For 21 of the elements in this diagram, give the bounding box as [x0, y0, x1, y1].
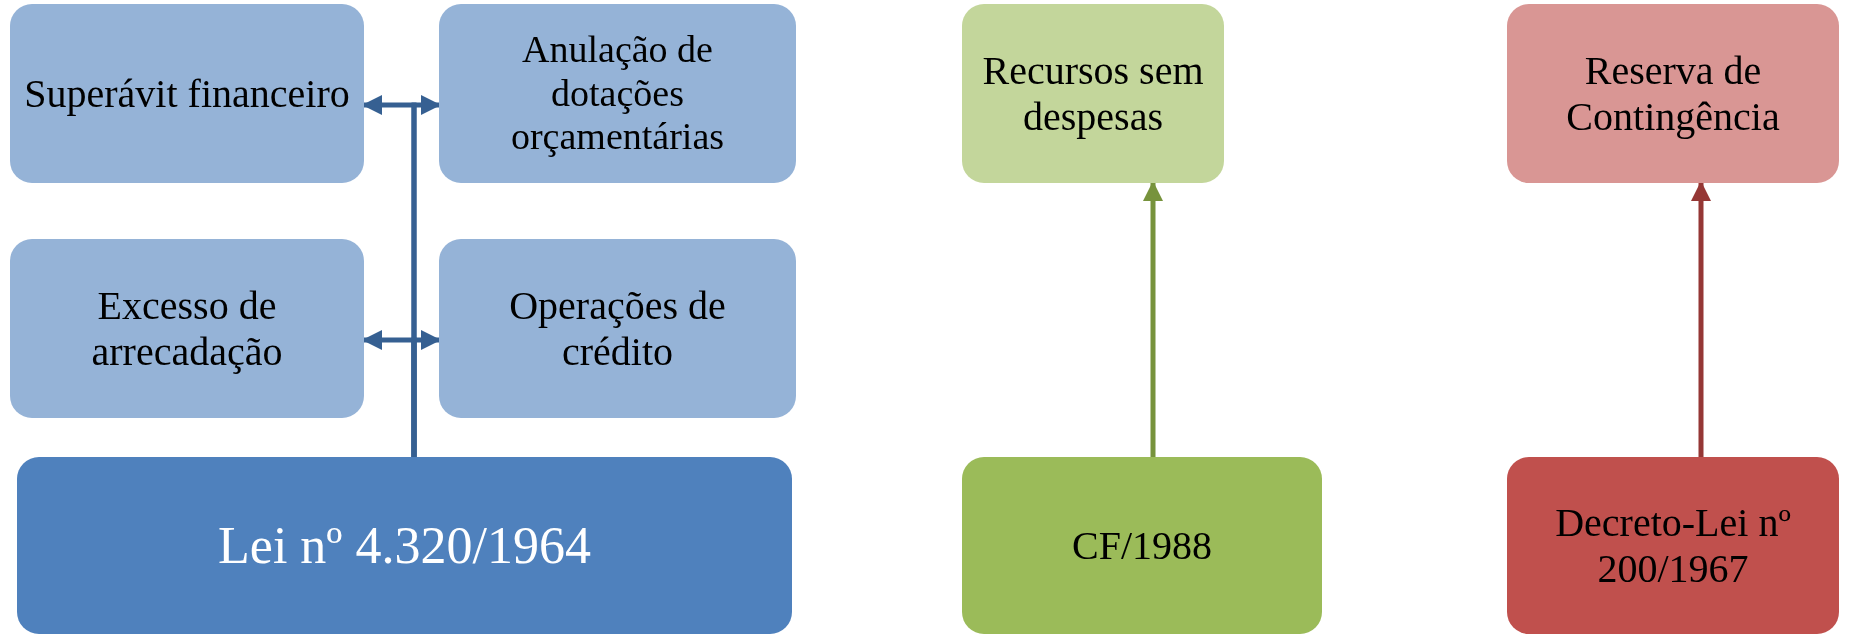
rounded-box: [10, 4, 364, 183]
box-label: Reserva de Contingência: [1565, 47, 1781, 140]
rounded-box: [10, 239, 364, 418]
arrow: [411, 330, 441, 457]
rounded-box: [962, 4, 1224, 183]
box-label: Superávit financeiro: [24, 70, 350, 117]
box-label: Decreto-Lei nº 200/1967: [1554, 499, 1792, 592]
rounded-box: [1507, 457, 1839, 634]
arrow: [1143, 181, 1163, 457]
box-label: Lei nº 4.320/1964: [218, 515, 591, 576]
rounded-box: [17, 457, 792, 634]
box-label: Anulação de dotações orçamentárias: [509, 27, 726, 160]
rounded-box: [1507, 4, 1839, 183]
box-label: Excesso de arrecadação: [90, 282, 284, 375]
arrow: [1691, 181, 1711, 457]
box-label: Operações de crédito: [508, 282, 727, 375]
rounded-box: [962, 457, 1322, 634]
rounded-box: [439, 239, 796, 418]
rounded-box: [439, 4, 796, 183]
box-label: CF/1988: [1071, 522, 1212, 569]
box-label: Recursos sem despesas: [981, 47, 1205, 140]
